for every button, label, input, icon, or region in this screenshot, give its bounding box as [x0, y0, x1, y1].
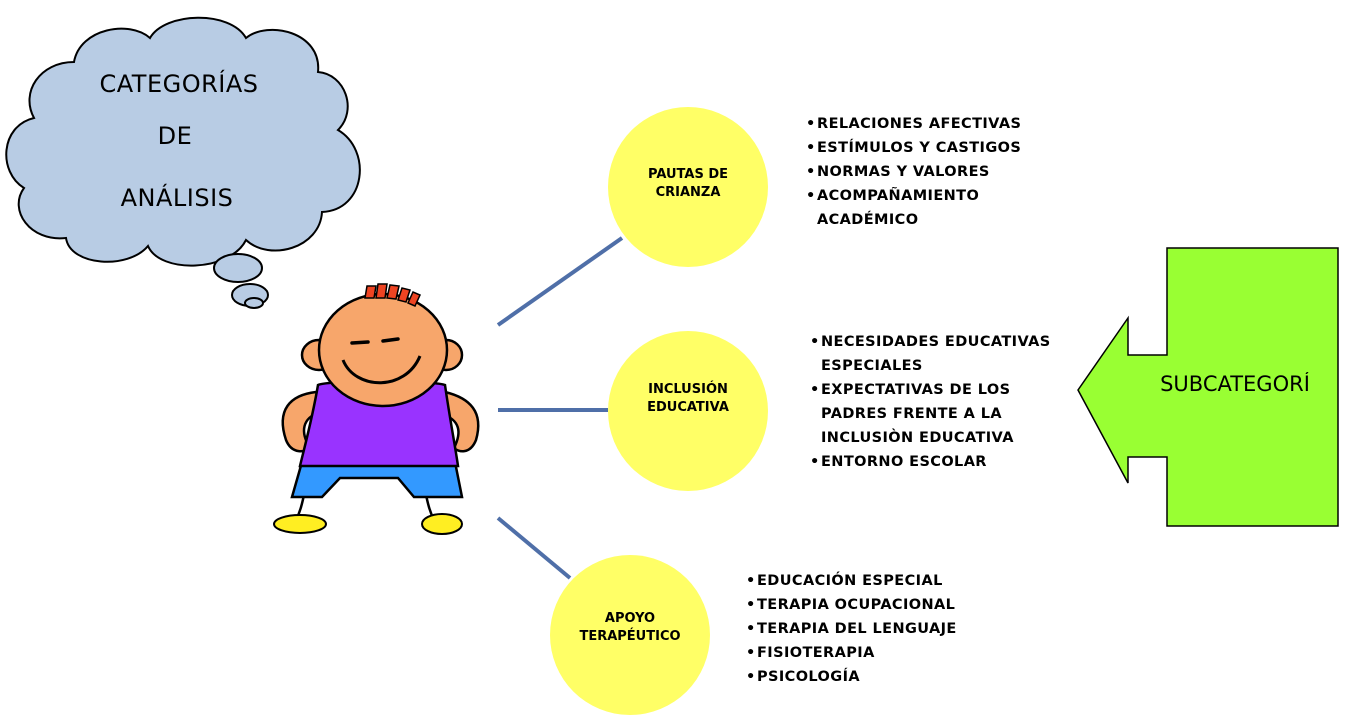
list-item-text: PADRES FRENTE A LA: [821, 406, 1003, 422]
list-item: ESTÍMULOS Y CASTIGOS: [806, 136, 1021, 160]
list-item: FISIOTERAPIA: [746, 641, 957, 665]
subcategory-list-crianza: RELACIONES AFECTIVAS ESTÍMULOS Y CASTIGO…: [806, 112, 1021, 232]
list-item-text: ACADÉMICO: [817, 212, 919, 228]
category-label-line: EDUCATIVA: [647, 400, 729, 415]
list-item-text: EXPECTATIVAS DE LOS: [821, 382, 1011, 398]
list-item: ACOMPAÑAMIENTO ACADÉMICO: [806, 184, 1021, 232]
list-item: PSICOLOGÍA: [746, 665, 957, 689]
subcategory-arrow-label: SUBCATEGORÍ: [1160, 372, 1310, 396]
category-label-line: TERAPÉUTICO: [579, 629, 681, 644]
list-item-text: TERAPIA OCUPACIONAL: [757, 597, 956, 613]
list-item: NECESIDADES EDUCATIVAS ESPECIALES: [810, 330, 1051, 378]
child-hair: [364, 283, 421, 307]
child-illustration-icon: [273, 283, 480, 535]
list-item-text: PSICOLOGÍA: [757, 669, 861, 685]
list-item-text: NECESIDADES EDUCATIVAS: [821, 334, 1051, 350]
category-label-crianza: PAUTAS DE CRIANZA: [623, 166, 753, 202]
list-item-text: RELACIONES AFECTIVAS: [817, 116, 1022, 132]
list-item-text: INCLUSIÒN EDUCATIVA: [821, 430, 1014, 446]
subcategory-list-apoyo: EDUCACIÓN ESPECIAL TERAPIA OCUPACIONAL T…: [746, 569, 957, 689]
list-item: ENTORNO ESCOLAR: [810, 450, 1051, 474]
category-label-inclusion: INCLUSIÓN EDUCATIVA: [623, 381, 753, 417]
list-item-text: NORMAS Y VALORES: [817, 164, 990, 180]
list-item-text: ACOMPAÑAMIENTO: [817, 188, 980, 204]
list-item: NORMAS Y VALORES: [806, 160, 1021, 184]
cloud-title-line-1: CATEGORÍAS: [99, 70, 259, 98]
thought-cloud-shape: [5, 16, 361, 267]
list-item-text: ESPECIALES: [821, 358, 923, 374]
child-shorts: [290, 460, 464, 499]
cloud-title-line-3: ANÁLISIS: [120, 184, 234, 212]
thought-bubble-small: [244, 297, 264, 309]
child-left-shoe: [273, 514, 327, 534]
thought-bubble-large: [213, 253, 263, 283]
child-right-shoe: [421, 513, 463, 535]
list-item: TERAPIA OCUPACIONAL: [746, 593, 957, 617]
connector-line-bottom: [496, 516, 572, 580]
category-circle-apoyo: [550, 555, 710, 715]
category-label-line: INCLUSIÓN: [648, 382, 728, 397]
list-item-text: FISIOTERAPIA: [757, 645, 875, 661]
category-label-apoyo: APOYO TERAPÉUTICO: [565, 610, 695, 646]
child-right-eye: [381, 337, 400, 343]
list-item-text: ESTÍMULOS Y CASTIGOS: [817, 140, 1022, 156]
subcategory-list-inclusion: NECESIDADES EDUCATIVAS ESPECIALES EXPECT…: [810, 330, 1051, 474]
list-item-text: ENTORNO ESCOLAR: [821, 454, 987, 470]
child-left-arm: [281, 390, 321, 453]
category-label-line: APOYO: [604, 611, 656, 626]
child-right-arm: [441, 390, 480, 453]
category-circle-inclusion: [608, 331, 768, 491]
connectors: [496, 236, 624, 580]
subcategory-arrow-shape: [1077, 247, 1339, 527]
category-label-line: PAUTAS DE: [647, 167, 729, 182]
child-left-eye: [350, 340, 370, 345]
child-mouth: [341, 355, 422, 385]
connector-line-top: [496, 236, 624, 327]
category-label-line: CRIANZA: [655, 185, 721, 200]
thought-cloud-icon: [5, 16, 361, 309]
list-item-text: TERAPIA DEL LENGUAJE: [757, 621, 957, 637]
list-item-text: EDUCACIÓN ESPECIAL: [757, 573, 943, 589]
list-item: EXPECTATIVAS DE LOS PADRES FRENTE A LA I…: [810, 378, 1051, 450]
category-circle-crianza: [608, 107, 768, 267]
list-item: TERAPIA DEL LENGUAJE: [746, 617, 957, 641]
child-head: [317, 292, 449, 408]
list-item: RELACIONES AFECTIVAS: [806, 112, 1021, 136]
cloud-title-line-2: DE: [157, 122, 193, 150]
list-item: EDUCACIÓN ESPECIAL: [746, 569, 957, 593]
